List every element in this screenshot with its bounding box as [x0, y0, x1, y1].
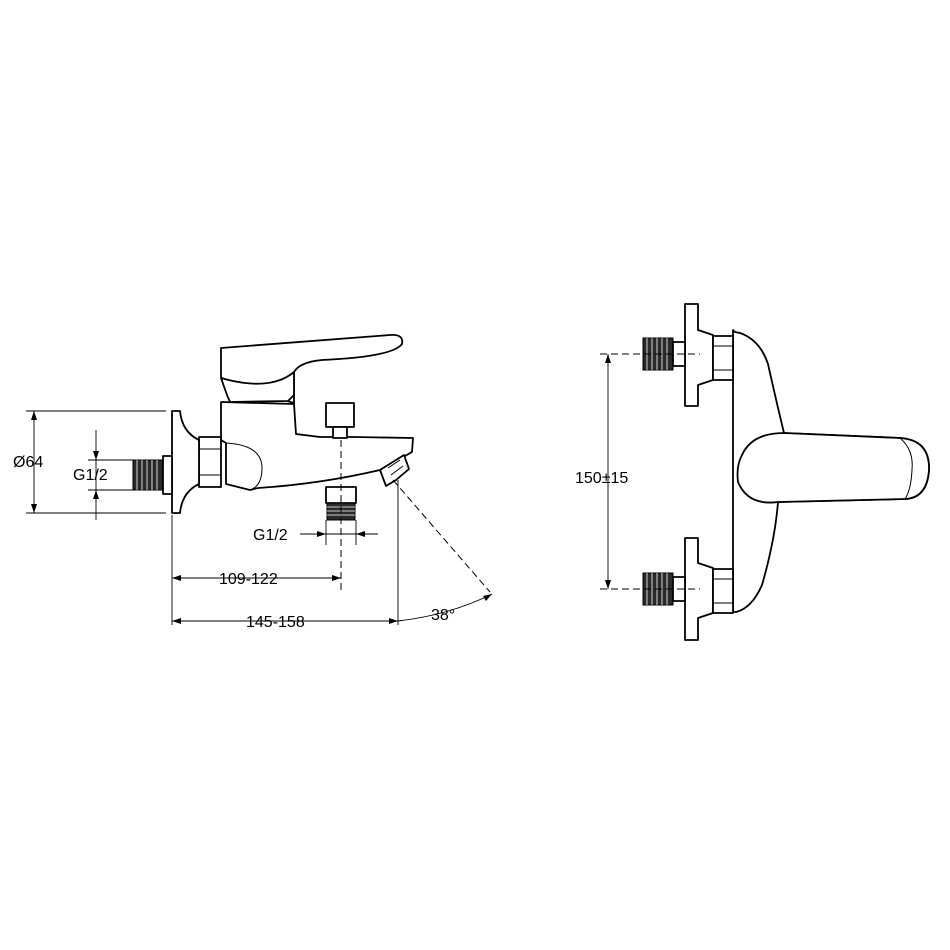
dim-inlet-thread: [88, 430, 133, 520]
handle-stem: [220, 371, 295, 403]
label-outlet-thread: G1/2: [253, 527, 288, 544]
side-view: Ø64 G1/2 G1/2 109-122 145-158 38°: [13, 334, 493, 631]
label-diameter: Ø64: [13, 454, 43, 471]
upper-inlet: [642, 303, 734, 407]
label-overall-length: 145-158: [246, 614, 305, 631]
outlet-thread: [325, 486, 357, 521]
label-spout-angle: 38°: [431, 607, 455, 624]
diverter-stem: [332, 426, 348, 439]
dim-outlet-thread: [300, 520, 378, 545]
spout-tip: [379, 454, 410, 487]
dim-inlet-outlet: [171, 515, 341, 625]
dim-inlet-spacing: [605, 354, 611, 589]
label-inlet-outlet: 109-122: [219, 571, 278, 588]
front-spout: [736, 432, 930, 504]
diverter-knob: [325, 402, 355, 428]
connector-nut: [198, 436, 222, 488]
label-inlet-spacing: 150±15: [575, 470, 628, 487]
inlet-thread: [132, 455, 173, 495]
dim-overall-length: [172, 480, 399, 625]
wall-flange: [171, 410, 200, 514]
dim-spout-angle: [397, 593, 493, 622]
front-view: 150±15: [575, 303, 930, 641]
label-inlet-thread: G1/2: [73, 467, 108, 484]
